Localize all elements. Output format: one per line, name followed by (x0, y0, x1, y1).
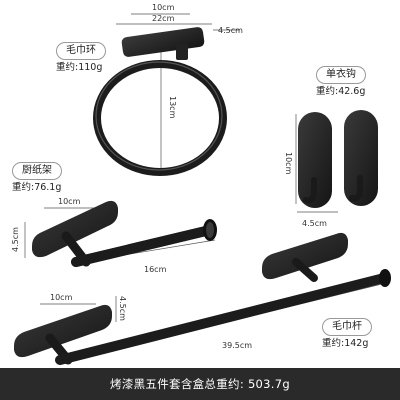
ring-depth-label: 4.5cm (218, 26, 243, 35)
hook-height-label: 10cm (284, 152, 293, 175)
total-weight-banner: 烤漆黑五件套含盒总重约: 503.7g (0, 368, 400, 400)
robe-hook-name: 单衣钩 (316, 66, 366, 84)
towel-ring-illustration (93, 13, 240, 176)
towel-ring-name: 毛巾环 (56, 42, 106, 60)
robe-hook-weight: 重约:42.6g (316, 85, 366, 97)
robe-hook-illustration (295, 110, 378, 213)
paper-plate-width-label: 10cm (58, 197, 81, 206)
total-weight-text: 烤漆黑五件套含盒总重约: 503.7g (110, 377, 290, 391)
towel-bar-card: 毛巾杆 重约:142g (322, 318, 372, 350)
paper-holder-name: 厨纸架 (12, 162, 62, 180)
robe-hook-card: 单衣钩 重约:42.6g (316, 66, 366, 98)
towel-bar-weight: 重约:142g (322, 337, 369, 349)
bar-depth-label: 4.5cm (118, 296, 127, 321)
paper-depth-label: 4.5cm (11, 227, 20, 252)
ring-height-label: 13cm (168, 96, 177, 119)
paper-bar-length-label: 16cm (144, 265, 167, 274)
paper-holder-card: 厨纸架 重约:76.1g (12, 162, 62, 194)
ring-width-label: 22cm (152, 14, 175, 23)
bar-plate-width-label: 10cm (50, 293, 73, 302)
ring-plate-width-label: 10cm (152, 3, 175, 12)
towel-ring-weight: 重约:110g (56, 61, 103, 73)
paper-holder-illustration (24, 200, 217, 267)
towel-ring-card: 毛巾环 重约:110g (56, 42, 106, 74)
towel-bar-illustration (14, 232, 391, 365)
hook-width-label: 4.5cm (302, 219, 327, 228)
bar-length-label: 39.5cm (222, 341, 253, 350)
towel-bar-name: 毛巾杆 (322, 318, 372, 336)
paper-holder-weight: 重约:76.1g (12, 181, 62, 193)
